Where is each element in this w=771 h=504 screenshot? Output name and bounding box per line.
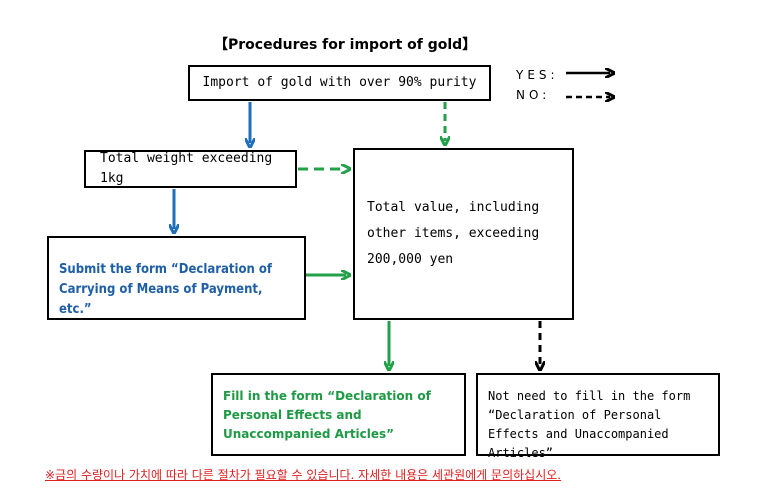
legend-yes-label: YES: [516,68,559,82]
submit-form-text: Submit the form “Declaration of Carrying… [59,262,273,317]
no-need-text: Not need to fill in the form “Declaratio… [488,389,691,460]
footer-note: ※금의 수량이나 가치에 따라 다른 절차가 필요할 수 있습니다. 자세한 내… [45,468,562,482]
import-gold-text: Import of gold with over 90% purity [202,75,477,90]
total-value-text: Total value, including other items, exce… [367,200,540,267]
total-weight-box: Total weight exceeding 1kg [84,150,297,188]
fill-form-box: Fill in the form “Declaration of Persona… [211,373,466,456]
total-value-box: Total value, including other items, exce… [353,148,574,320]
no-need-box: Not need to fill in the form “Declaratio… [476,373,720,460]
fill-form-text: Fill in the form “Declaration of Persona… [223,389,431,441]
diagram-title: 【Procedures for import of gold】 [214,37,477,53]
submit-form-box: Submit the form “Declaration of Carrying… [47,236,306,320]
total-weight-text: Total weight exceeding 1kg [100,151,273,186]
legend-no-label: NO: [516,88,551,102]
import-gold-box: Import of gold with over 90% purity [188,65,491,101]
